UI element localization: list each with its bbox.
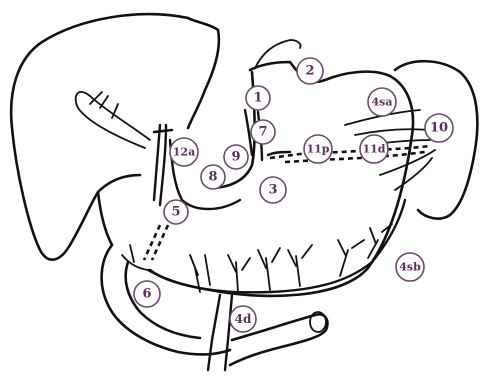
node-7-label: 7 (258, 125, 267, 140)
node-5: 5 (164, 200, 188, 224)
node-4d: 4d (230, 306, 256, 332)
node-4d-label: 4d (235, 312, 252, 326)
node-10-label: 10 (430, 121, 448, 136)
node-3: 3 (260, 177, 286, 203)
node-5-label: 5 (171, 205, 180, 220)
node-7: 7 (251, 120, 275, 144)
node-9-label: 9 (231, 150, 240, 165)
node-12a-label: 12a (173, 146, 195, 159)
node-11d: 11d (360, 135, 388, 163)
gallbladder-branches (90, 92, 118, 118)
node-6-label: 6 (142, 287, 151, 302)
duodenum (102, 245, 230, 354)
splenic-artery-dashed (270, 146, 430, 158)
node-3-label: 3 (268, 183, 277, 198)
gallbladder (76, 92, 150, 148)
node-4sb: 4sb (396, 253, 424, 281)
splenic-vessels (268, 152, 290, 155)
node-8-label: 8 (208, 170, 217, 185)
node-10: 10 (425, 114, 453, 142)
node-11p-label: 11p (307, 143, 330, 156)
liver-right-lobe-edge (188, 18, 219, 128)
node-4sa-label: 4sa (372, 96, 393, 109)
node-2-label: 2 (305, 64, 314, 79)
liver-outline (11, 14, 188, 260)
node-4sa: 4sa (368, 88, 396, 116)
node-11p: 11p (304, 135, 332, 163)
node-12a: 12a (170, 138, 198, 166)
superior-mesenteric-vessels (208, 295, 232, 370)
dashed-connection-5-6 (144, 225, 168, 260)
omental-branches (190, 224, 392, 292)
node-1: 1 (246, 86, 270, 110)
common-bile-duct (154, 125, 172, 205)
node-1-label: 1 (253, 91, 262, 106)
node-8: 8 (201, 165, 225, 189)
node-6: 6 (134, 281, 160, 307)
node-9: 9 (224, 145, 248, 169)
node-11d-label: 11d (363, 143, 386, 156)
node-2: 2 (297, 58, 323, 84)
node-4sb-label: 4sb (399, 261, 421, 274)
liver-lower-edge (98, 192, 112, 245)
